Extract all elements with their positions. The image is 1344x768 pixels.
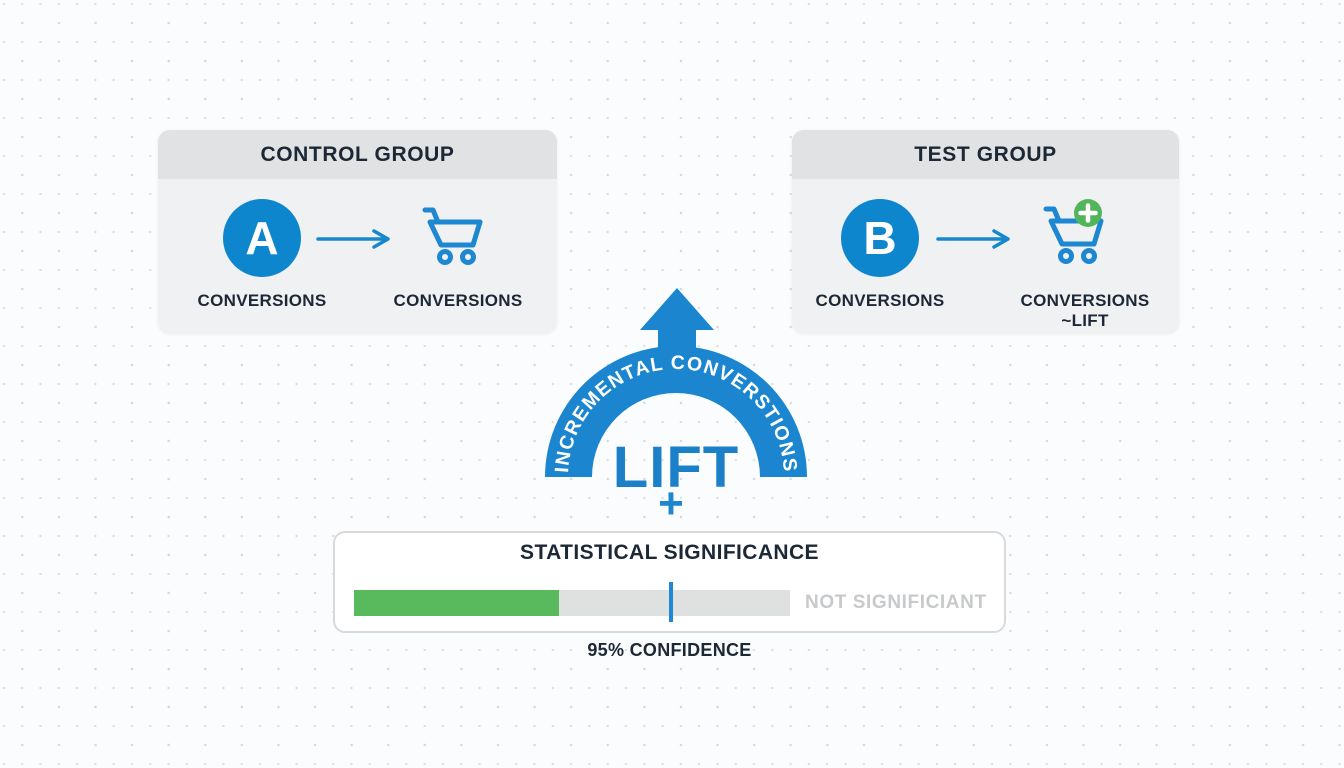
control-group-header: CONTROL GROUP	[158, 130, 557, 179]
lift-arch	[545, 346, 807, 477]
test-cart-label: CONVERSIONS ~LIFT	[1020, 291, 1150, 330]
test-group-card: TEST GROUP B CONVERSIONS CONVERSIONS ~LI…	[792, 130, 1179, 333]
not-significant-label: NOT SIGNIFICIANT	[805, 592, 987, 613]
significance-title: STATISTICAL SIGNIFICANCE	[520, 541, 819, 564]
significance-bar	[354, 582, 790, 622]
significance-marker	[668, 582, 673, 622]
circle-b-badge: B	[841, 199, 919, 277]
right-arrow-icon	[316, 229, 390, 249]
up-arrow-icon	[640, 288, 714, 359]
control-conversions-label: CONVERSIONS	[197, 291, 327, 310]
control-cart-label: CONVERSIONS	[393, 291, 523, 310]
statistical-significance-panel: STATISTICAL SIGNIFICANCE NOT SIGNIFICIAN…	[333, 531, 1006, 633]
lift-graphic: INCREMENTAL CONVERSTIONS LIFT +	[545, 288, 807, 526]
test-group-title: TEST GROUP	[914, 142, 1057, 166]
variant-b-letter: B	[863, 212, 897, 264]
variant-a-letter: A	[245, 212, 279, 264]
plus-symbol: +	[658, 479, 684, 526]
plus-badge-icon	[1074, 199, 1102, 227]
significance-bar-fill	[354, 590, 559, 616]
confidence-label: 95% CONFIDENCE	[587, 640, 752, 660]
circle-a-badge: A	[223, 199, 301, 277]
lift-label: LIFT	[613, 435, 739, 500]
control-group-card: CONTROL GROUP A CONVERSIONS CONVERSIONS	[158, 130, 557, 333]
test-conversions-label: CONVERSIONS	[815, 291, 945, 310]
right-arrow-icon	[936, 229, 1010, 249]
control-group-title: CONTROL GROUP	[260, 142, 455, 166]
shopping-cart-plus-icon	[1043, 199, 1104, 264]
test-group-header: TEST GROUP	[792, 130, 1179, 179]
shopping-cart-icon	[422, 207, 483, 265]
